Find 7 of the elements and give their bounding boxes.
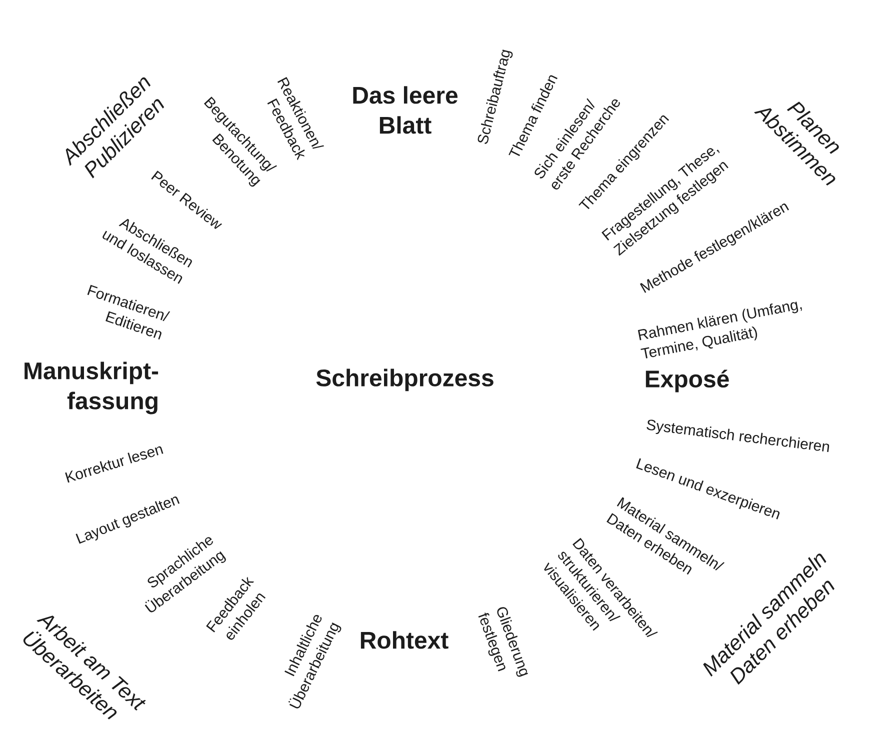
stage-heading: Exposé bbox=[646, 370, 729, 392]
stage-heading: Rohtext bbox=[360, 631, 448, 649]
central-heading: Schreibprozess bbox=[316, 368, 494, 392]
step-label: Systematisch recherchieren bbox=[646, 420, 830, 452]
stage-heading: Das leere Blatt bbox=[353, 86, 458, 134]
stage-heading: Manuskript- fassung bbox=[24, 362, 158, 414]
step-label: Rahmen klären (Umfang, Termine, Qualität) bbox=[638, 302, 802, 358]
